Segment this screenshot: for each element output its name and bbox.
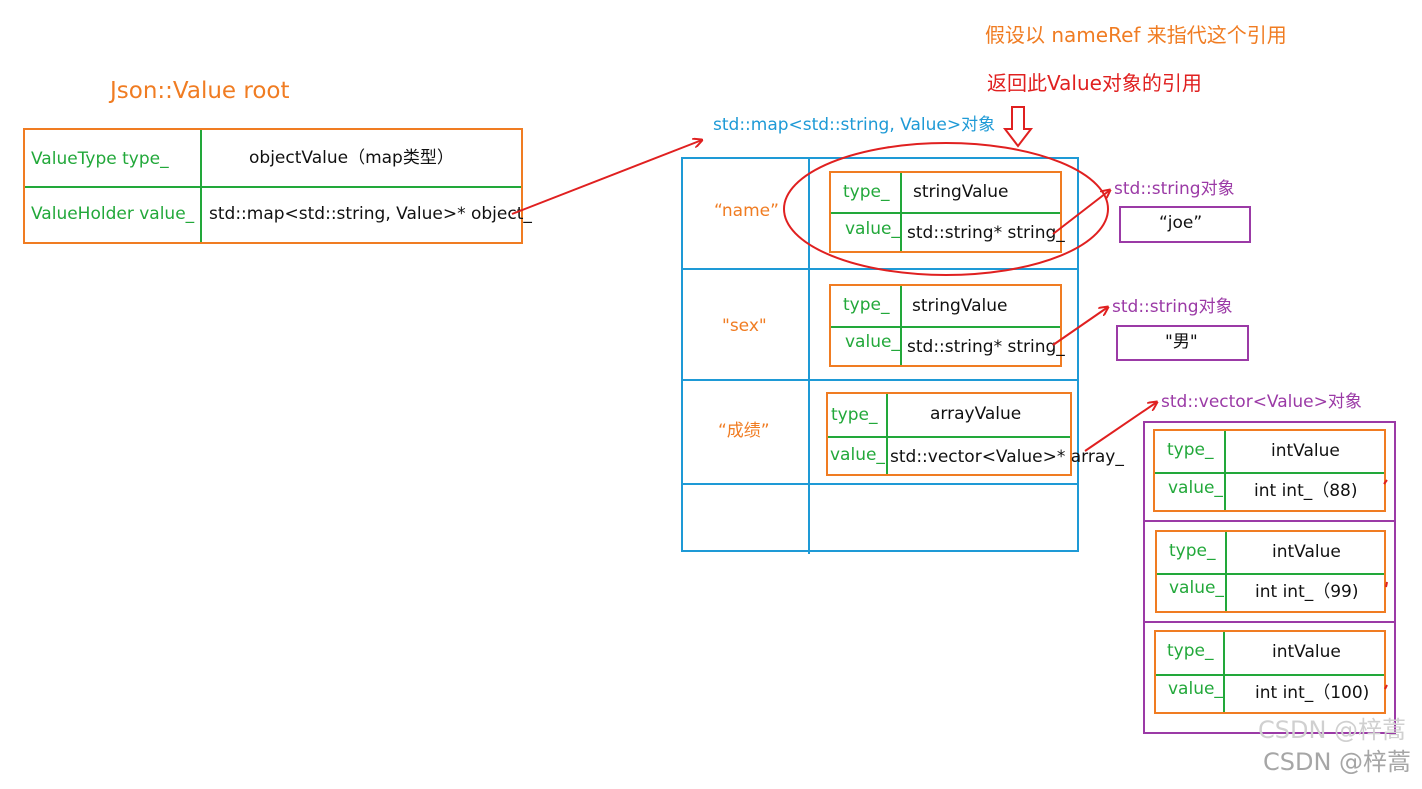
map-title: std::map<std::string, Value>对象 [713,115,996,135]
root-divider-h [25,186,521,188]
vector-item-3-value-label: value_ [1168,679,1223,699]
vector-item-1-divider-h [1155,472,1384,474]
vector-item-3-type-label: type_ [1167,641,1214,661]
arrow-score-to-vector [1084,402,1157,452]
arrow-name-to-string [1052,190,1110,235]
sex-type-value: stringValue [912,296,1008,316]
watermark-dark: CSDN @梓蒿 [1263,748,1412,776]
root-divider-v [200,130,202,242]
vector-item-1-type-value: intValue [1271,441,1340,461]
arrow-sex-to-string [1052,307,1108,346]
root-value-value: std::map<std::string, Value>* object_ [209,204,532,224]
score-type-label: type_ [831,405,878,425]
string-object-box-1 [1119,206,1251,243]
name-type-value: stringValue [913,182,1009,202]
map-table [681,157,1079,552]
vector-item-1-box [1153,429,1386,512]
vector-item-2-value-label: value_ [1169,578,1224,598]
map-key-score: “成绩” [718,421,770,441]
root-type-label: ValueType type_ [31,149,169,169]
name-type-label: type_ [843,182,890,202]
score-value-value: std::vector<Value>* array_ [890,447,1124,467]
sex-value-label: value_ [845,332,900,352]
name-value-label: value_ [845,219,900,239]
ellipse-highlight [783,142,1109,276]
vector-item-3-box [1154,630,1386,714]
vector-item-3-divider-v [1223,632,1225,712]
vector-item-1-value-value: int int_（88) [1254,481,1358,501]
map-row-divider-3 [682,483,1078,485]
name-value-divider-h [831,212,1060,214]
score-value-divider-h [828,436,1070,438]
vector-item-2-type-label: type_ [1169,541,1216,561]
string-object-box-2 [1116,325,1249,361]
sex-value-divider-v [900,286,902,365]
vector-divider-1 [1145,520,1394,522]
vector-item-1-value-label: value_ [1168,478,1223,498]
vector-divider-2 [1145,621,1394,623]
vector-title: std::vector<Value>对象 [1161,392,1362,412]
map-key-sex: "sex" [722,316,767,336]
string-object-value-1: “joe” [1159,213,1203,233]
vector-item-2-box [1155,530,1386,613]
string-object-title-1: std::string对象 [1114,179,1235,199]
sex-type-label: type_ [843,295,890,315]
vector-item-3-value-value: int int_（100) [1255,683,1370,703]
root-type-value: objectValue（map类型） [249,148,454,168]
string-object-value-2: "男" [1165,332,1198,352]
score-value-divider-v [886,394,888,474]
map-row-divider-2 [682,379,1078,381]
root-value-label: ValueHolder value_ [31,204,195,224]
string-object-title-2: std::string对象 [1112,297,1233,317]
nameref-note: 假设以 nameRef 来指代这个引用 [985,23,1287,47]
vector-item-1-divider-v [1224,431,1226,510]
watermark-light: CSDN @梓蒿 [1258,716,1407,744]
vector-item-2-value-value: int int_（99) [1255,582,1359,602]
map-key-name: “name” [714,201,779,221]
root-value-box [23,128,523,244]
score-value-label: value_ [830,445,885,465]
sex-value-value: std::string* string_ [907,337,1065,357]
sex-value-divider-h [831,326,1060,328]
score-value-box [826,392,1072,476]
return-reference-note: 返回此Value对象的引用 [987,71,1202,95]
vector-box [1143,421,1396,734]
vector-item-2-divider-v [1225,532,1227,611]
vector-item-3-type-value: intValue [1272,642,1341,662]
score-type-value: arrayValue [930,404,1022,424]
arrow-root-to-map [511,140,702,215]
name-value-value: std::string* string_ [907,223,1065,243]
name-value-divider-v [900,173,902,251]
tick-marks [1383,479,1388,690]
sex-value-box [829,284,1062,367]
name-value-box [829,171,1062,253]
down-arrow-icon [1002,106,1034,148]
map-col-divider [808,158,810,554]
root-title: Json::Value root [110,78,290,104]
vector-item-2-type-value: intValue [1272,542,1341,562]
vector-item-1-type-label: type_ [1167,440,1214,460]
vector-item-2-divider-h [1157,573,1384,575]
vector-item-3-divider-h [1156,674,1384,676]
